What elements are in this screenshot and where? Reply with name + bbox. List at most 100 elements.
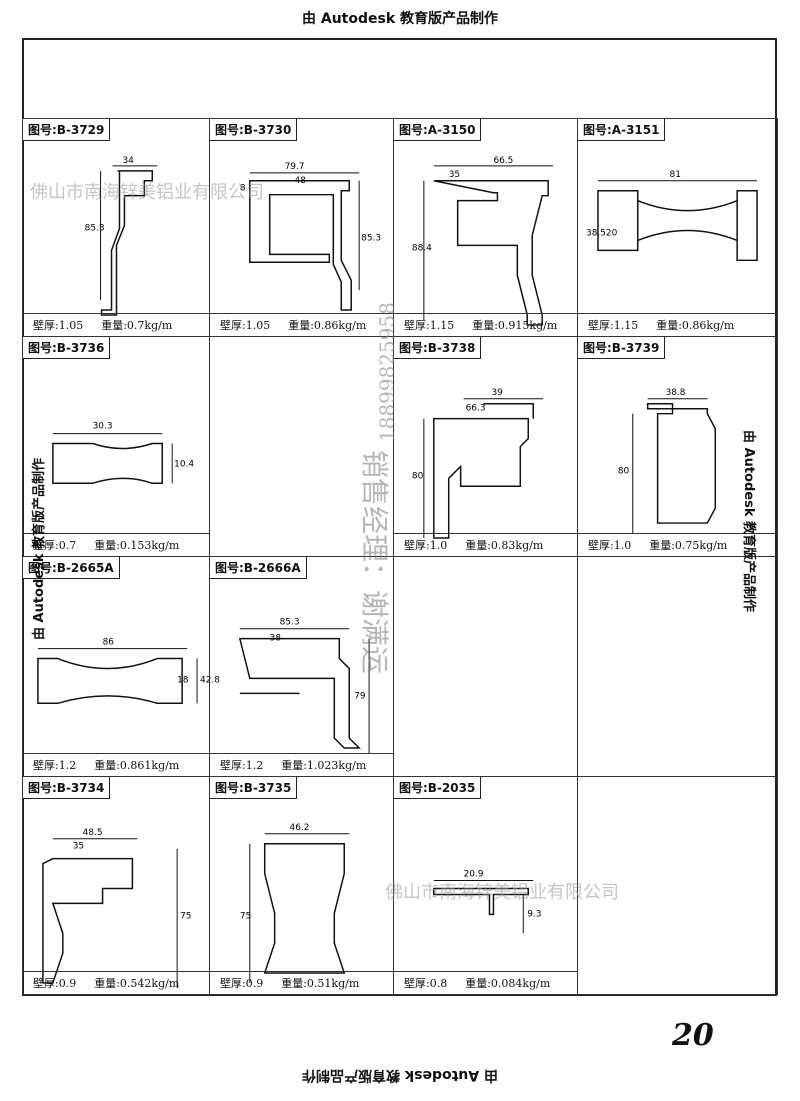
profile-grid: 图号:B-3729 34 85.3 壁厚:1.05 重量:0.7kg/m 图号:B-37… (22, 118, 778, 995)
profile-id: 图号:B-3734 (23, 777, 111, 799)
dimension-label: 75 (180, 911, 191, 921)
unit-weight: 重量:0.7kg/m (101, 319, 173, 332)
profile-drawing (394, 579, 577, 754)
profile-specs: 壁厚:0.7 重量:0.153kg/m (23, 533, 209, 556)
bottom-banner: 由 Autodesk 教育版产品制作 (301, 1067, 499, 1083)
wall-thickness: 壁厚:0.9 (33, 977, 77, 990)
profile-drawing: 34 85.3 (23, 141, 209, 316)
profile-specs: 壁厚:0.8 重量:0.084kg/m (394, 971, 577, 994)
profile-specs: 壁厚:1.2 重量:1.023kg/m (210, 753, 393, 776)
wall-thickness: 壁厚:1.0 (404, 539, 448, 552)
dimension-label: 80 (412, 471, 424, 481)
profile-cell (393, 556, 578, 777)
profile-drawing: 66.5 35 88.4 (394, 141, 577, 326)
profile-cell: 图号:B-2666A 85.3 38 79 壁厚:1.2 重量:1.023kg/m (209, 556, 394, 777)
dimension-label: 85.3 (361, 233, 381, 243)
dimension-label: 48.5 (83, 828, 103, 838)
wall-thickness: 壁厚:1.0 (588, 539, 632, 552)
profile-drawing: 48.5 35 75 (23, 799, 209, 988)
profile-id: 图号:B-3729 (23, 119, 111, 141)
wall-thickness: 壁厚:1.15 (588, 319, 639, 332)
profile-specs: 壁厚:1.15 重量:0.86kg/m (578, 313, 777, 336)
dimension-label: 81 (670, 170, 681, 180)
profile-id: 图号:B-3735 (210, 777, 298, 799)
profile-cell (577, 776, 778, 995)
wall-thickness: 壁厚:1.05 (33, 319, 84, 332)
profile-drawing: 85.3 38 79 (210, 579, 393, 754)
profile-specs: 壁厚:1.0 重量:0.83kg/m (394, 533, 577, 556)
dimension-label: 86 (103, 638, 115, 648)
unit-weight: 重量:0.83kg/m (465, 539, 544, 552)
dimension-label: 20.9 (464, 870, 484, 880)
unit-weight: 重量:0.75kg/m (649, 539, 728, 552)
wall-thickness: 壁厚:1.05 (220, 319, 271, 332)
profile-id: 图号:B-3736 (23, 337, 111, 359)
profile-id: 图号:B-2665A (23, 557, 120, 579)
wall-thickness: 壁厚:0.7 (33, 539, 77, 552)
dimension-label: 66.3 (466, 404, 486, 414)
wall-thickness: 壁厚:0.8 (404, 977, 448, 990)
dimension-label: 85.3 (85, 223, 105, 233)
profile-specs: 壁厚:1.0 重量:0.75kg/m (578, 533, 777, 556)
profile-cell: 图号:B-3736 30.3 10.4 壁厚:0.7 重量:0.153kg/m (22, 336, 210, 557)
wall-thickness: 壁厚:1.2 (33, 759, 77, 772)
phone-watermark: 18899825958 (375, 302, 399, 442)
dimension-label: 18 (177, 675, 189, 685)
dimension-label: 85.3 (280, 618, 300, 628)
profile-drawing: 86 18 42.8 (23, 579, 220, 754)
dimension-label: 66.5 (493, 156, 513, 166)
top-banner: 由 Autodesk 教育版产品制作 (301, 11, 499, 27)
profile-id: 图号:B-3739 (578, 337, 666, 359)
profile-specs: 壁厚:1.05 重量:0.7kg/m (23, 313, 209, 336)
side-note-left: 由 Autodesk 教育版产品制作 (32, 457, 47, 640)
drawing-frame (22, 38, 777, 996)
profile-drawing: 46.2 75 (210, 799, 393, 983)
sales-watermark: 销售经理：谢满运 (358, 450, 391, 675)
profile-drawing: 30.3 10.4 (23, 359, 209, 534)
unit-weight: 重量:0.084kg/m (465, 977, 551, 990)
dimension-label: 35 (449, 170, 460, 180)
unit-weight: 重量:1.023kg/m (281, 759, 367, 772)
company-watermark-2: 佛山市南海锌美铝业有限公司 (385, 882, 619, 903)
side-note-right: 由 Autodesk 教育版产品制作 (741, 430, 756, 613)
wall-thickness: 壁厚:1.15 (404, 319, 455, 332)
dimension-label: 48 (295, 176, 307, 186)
dimension-label: 34 (122, 156, 134, 166)
profile-id: 图号:A-3151 (578, 119, 666, 141)
profile-id: 图号:B-2666A (210, 557, 307, 579)
dimension-label: 38 (270, 634, 282, 644)
profile-id: 图号:B-3730 (210, 119, 298, 141)
dimension-label: 10.4 (174, 459, 194, 469)
dimension-label: 79 (354, 691, 366, 701)
unit-weight: 重量:0.86kg/m (656, 319, 735, 332)
unit-weight: 重量:0.51kg/m (281, 977, 360, 990)
wall-thickness: 壁厚:1.2 (220, 759, 264, 772)
profile-id: 图号:B-3738 (394, 337, 482, 359)
company-watermark-1: 佛山市南海锌美铝业有限公司 (30, 182, 264, 203)
unit-weight: 重量:0.153kg/m (94, 539, 180, 552)
profile-id: 图号:A-3150 (394, 119, 482, 141)
dimension-label: 30.3 (93, 422, 113, 432)
dimension-label: 88.4 (412, 243, 432, 253)
dimension-label: 80 (618, 466, 630, 476)
dimension-label: 42.8 (200, 675, 220, 685)
dimension-label: 46.2 (290, 823, 310, 833)
dimension-label: 79.7 (285, 162, 305, 172)
dimension-label: 20 (606, 228, 618, 238)
dimension-label: 35 (73, 842, 84, 852)
dimension-label: 75 (240, 911, 251, 921)
